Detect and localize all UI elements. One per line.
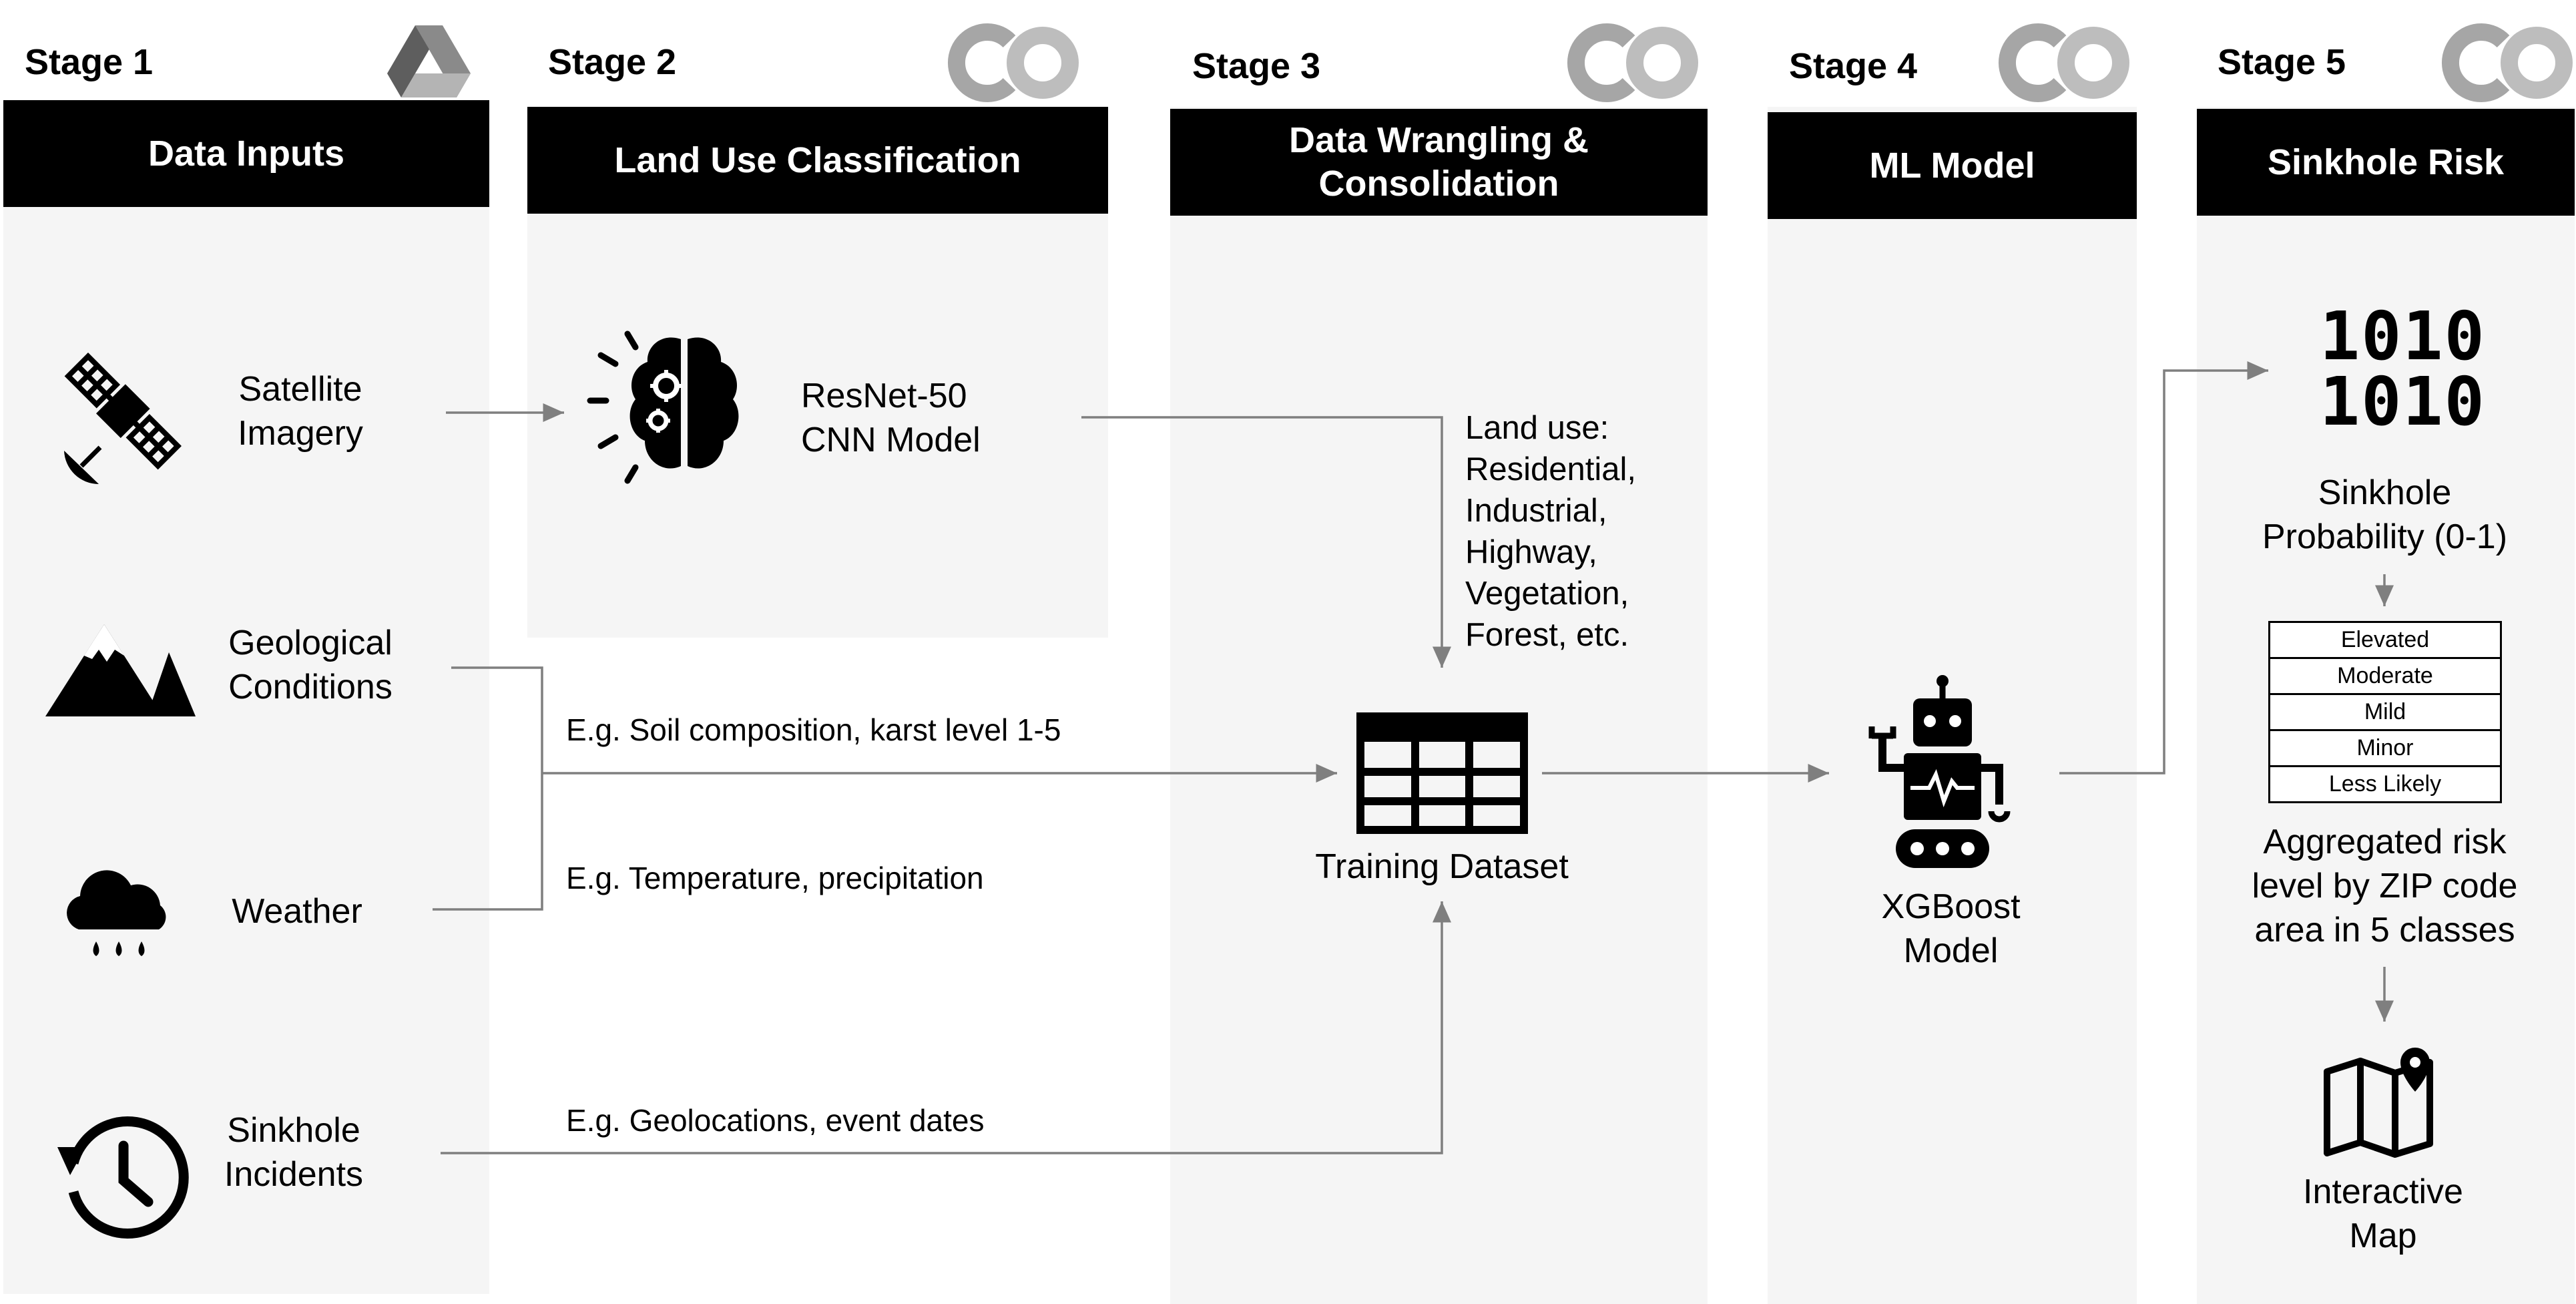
- header-land-use-classification: Land Use Classification: [527, 107, 1108, 214]
- sinkhole-probability-label: Sinkhole Probability (0-1): [2262, 473, 2508, 556]
- stage1-label: Stage 1: [25, 42, 154, 82]
- weather-label: Weather: [232, 892, 362, 931]
- weather-note: E.g. Temperature, precipitation: [566, 861, 984, 895]
- risk-level-row: Mild: [2270, 695, 2500, 731]
- xgboost-model-label: XGBoost Model: [1881, 887, 2021, 970]
- line-geological-merge: [433, 666, 543, 911]
- colab-logo: [1999, 23, 2129, 102]
- soil-composition-note: E.g. Soil composition, karst level 1-5: [566, 712, 1061, 747]
- colab-logo: [948, 23, 1079, 102]
- header-ml-model: ML Model: [1768, 112, 2137, 219]
- stage3-column: [1170, 107, 1708, 1304]
- stage2-label: Stage 2: [548, 42, 677, 82]
- history-clock-icon: [57, 1116, 189, 1239]
- risk-level-row: Elevated: [2270, 623, 2500, 659]
- land-use-categories-label: Land use: Residential, Industrial, Highw…: [1465, 410, 1637, 653]
- map-pin-icon: [2324, 1048, 2433, 1158]
- training-dataset-label: Training Dataset: [1315, 847, 1569, 886]
- risk-level-row: Moderate: [2270, 659, 2500, 695]
- header-data-inputs: Data Inputs: [3, 100, 489, 207]
- stage3-label: Stage 3: [1192, 46, 1321, 86]
- geological-conditions-label: Geological Conditions: [228, 624, 393, 706]
- arrow-incidents-to-dataset: [441, 901, 1451, 1154]
- binary-output-icon: 1010 1010: [2320, 297, 2486, 441]
- mountains-icon: [45, 624, 196, 716]
- colab-logo: [1567, 23, 1698, 102]
- satellite-imagery-label: Satellite Imagery: [238, 370, 363, 453]
- colab-logo: [2442, 23, 2573, 102]
- google-drive-logo: [387, 25, 471, 97]
- header-sinkhole-risk: Sinkhole Risk: [2197, 109, 2575, 216]
- robot-icon: [1868, 675, 2011, 868]
- sinkhole-incidents-label: Sinkhole Incidents: [224, 1111, 364, 1194]
- risk-level-row: Minor: [2270, 731, 2500, 767]
- interactive-map-label: Interactive Map: [2303, 1172, 2463, 1255]
- stage5-label: Stage 5: [2218, 42, 2346, 82]
- incidents-note: E.g. Geolocations, event dates: [566, 1103, 985, 1138]
- stage4-label: Stage 4: [1789, 46, 1918, 86]
- satellite-icon: [64, 353, 182, 484]
- risk-level-row: Less Likely: [2328, 771, 2442, 797]
- brain-gears-icon: [587, 331, 739, 484]
- aggregated-risk-label: Aggregated risk level by ZIP code area i…: [2252, 823, 2518, 949]
- header-data-wrangling: Data Wrangling & Consolidation: [1170, 109, 1708, 216]
- table-grid-icon: [1356, 712, 1528, 834]
- arrow-xgboost-to-probability: [2059, 361, 2268, 775]
- arrow-resnet-to-dataset: [1081, 416, 1451, 668]
- risk-level-table: Elevated Moderate Mild Minor Less Likely: [2268, 621, 2502, 803]
- rain-cloud-icon: [67, 870, 166, 956]
- resnet-cnn-label: ResNet-50 CNN Model: [801, 377, 981, 459]
